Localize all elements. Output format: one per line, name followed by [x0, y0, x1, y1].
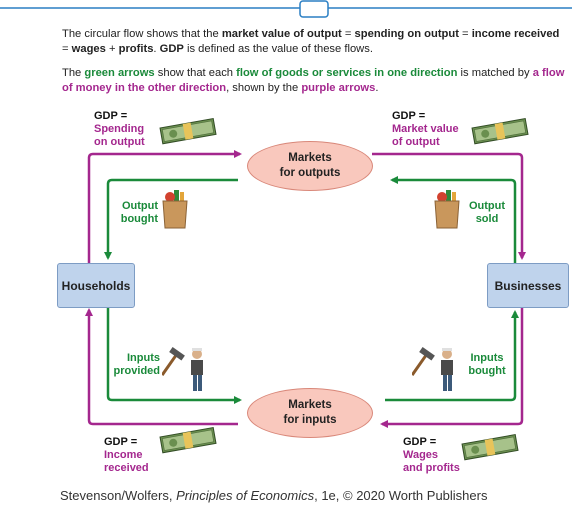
- green-arrow-inputs-bought: [385, 310, 519, 402]
- credit-line: Stevenson/Wolfers, Principles of Economi…: [60, 488, 488, 503]
- green-arrow-output-bought: [104, 178, 238, 260]
- purple-arrow-spending: [87, 150, 242, 263]
- header-bar: [0, 0, 572, 18]
- grocery-bag-icon: [434, 190, 460, 229]
- purple-arrow-wages: [380, 306, 524, 428]
- gdp-income-label: GDP = Income received: [104, 436, 149, 474]
- money-icon: [159, 427, 217, 454]
- purple-arrow-market-value: [372, 152, 526, 260]
- households-box: Households: [57, 263, 135, 308]
- green-arrow-output-sold: [390, 176, 517, 263]
- money-icon: [159, 118, 217, 145]
- intro-paragraph-2: The green arrows show that each flow of …: [62, 67, 565, 94]
- worker-with-hammer-icon: [412, 347, 453, 391]
- grocery-bag-icon: [162, 190, 188, 229]
- purple-arrow-income: [85, 308, 238, 426]
- worker-with-hammer-icon: [162, 347, 203, 391]
- intro-paragraph-1: The circular flow shows that the market …: [62, 28, 560, 55]
- money-icon: [471, 118, 529, 145]
- green-arrow-inputs-provided: [106, 306, 242, 404]
- gdp-spending-label: GDP = Spending on output: [94, 110, 145, 148]
- gdp-wages-label: GDP = Wages and profits: [403, 436, 460, 474]
- businesses-box: Businesses: [487, 263, 569, 308]
- gdp-market-value-label: GDP = Market value of output: [392, 110, 459, 148]
- money-icon: [461, 434, 519, 461]
